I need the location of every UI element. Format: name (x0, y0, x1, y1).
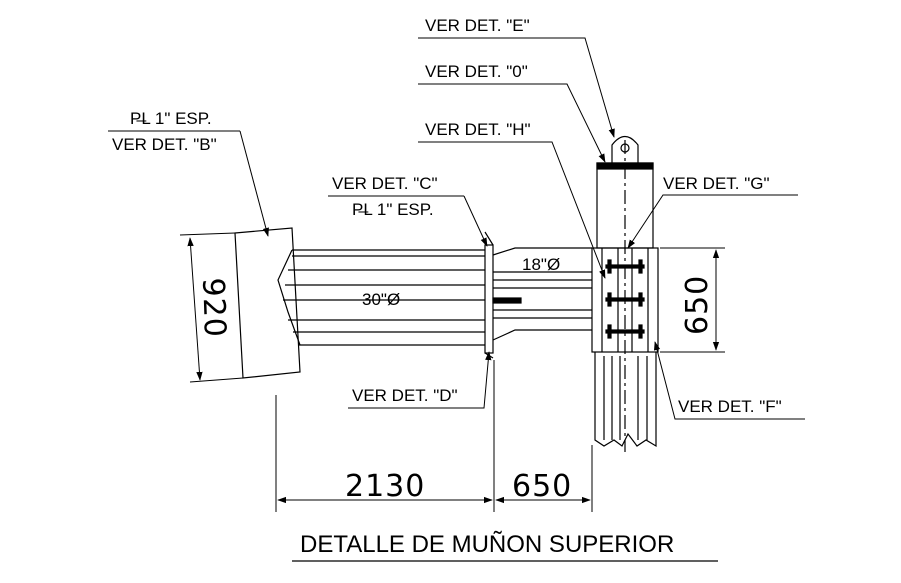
end-plate (484, 231, 522, 359)
dim-horizontal: 2130 650 (275, 360, 593, 512)
dim-2130-value: 2130 (345, 469, 425, 504)
callout-det-f: VER DET. "F" (653, 341, 805, 420)
bolt-group (605, 259, 645, 339)
callout-det-h: VER DET. "H" (418, 120, 606, 279)
callout-det-h-label: VER DET. "H" (425, 120, 531, 139)
column (591, 135, 659, 452)
callout-det-0-label: VER DET. "0" (425, 62, 528, 81)
callout-det-g-label: VER DET. "G" (663, 174, 770, 193)
callout-det-b-label: VER DET. "B" (112, 135, 217, 154)
large-pipe-diameter: 30"Ø (362, 290, 400, 309)
callout-det-c-label: VER DET. "C" (332, 174, 438, 193)
small-pipe-diameter: 18"Ø (522, 255, 560, 274)
callout-det-f-label: VER DET. "F" (678, 397, 782, 416)
callout-det-e: VER DET. "E" (418, 16, 615, 138)
dim-920: 920 (179, 232, 244, 383)
callout-det-e-label: VER DET. "E" (425, 16, 530, 35)
callout-det-b-plate: P̶L 1" ESP. (130, 109, 212, 128)
small-pipe (492, 247, 592, 341)
pipe-cut-section (234, 227, 301, 379)
dim-920-value: 920 (195, 277, 232, 338)
callout-det-g: VER DET. "G" (627, 174, 798, 249)
large-pipe (234, 227, 485, 379)
callout-det-c-plate: P̶L 1" ESP. (352, 200, 434, 219)
callout-det-d: VER DET. "D" (348, 351, 492, 409)
callout-det-b: P̶L 1" ESP. VER DET. "B" (108, 109, 269, 237)
dim-650-vertical-value: 650 (680, 275, 715, 335)
dim-650-vertical: 650 (660, 247, 725, 353)
callout-det-d-label: VER DET. "D" (352, 386, 458, 405)
callout-det-0: VER DET. "0" (418, 62, 606, 163)
drawing-title: DETALLE DE MUÑON SUPERIOR (300, 531, 674, 558)
callout-det-c: VER DET. "C" P̶L 1" ESP. (328, 174, 488, 247)
dim-650-horizontal-value: 650 (512, 469, 572, 504)
